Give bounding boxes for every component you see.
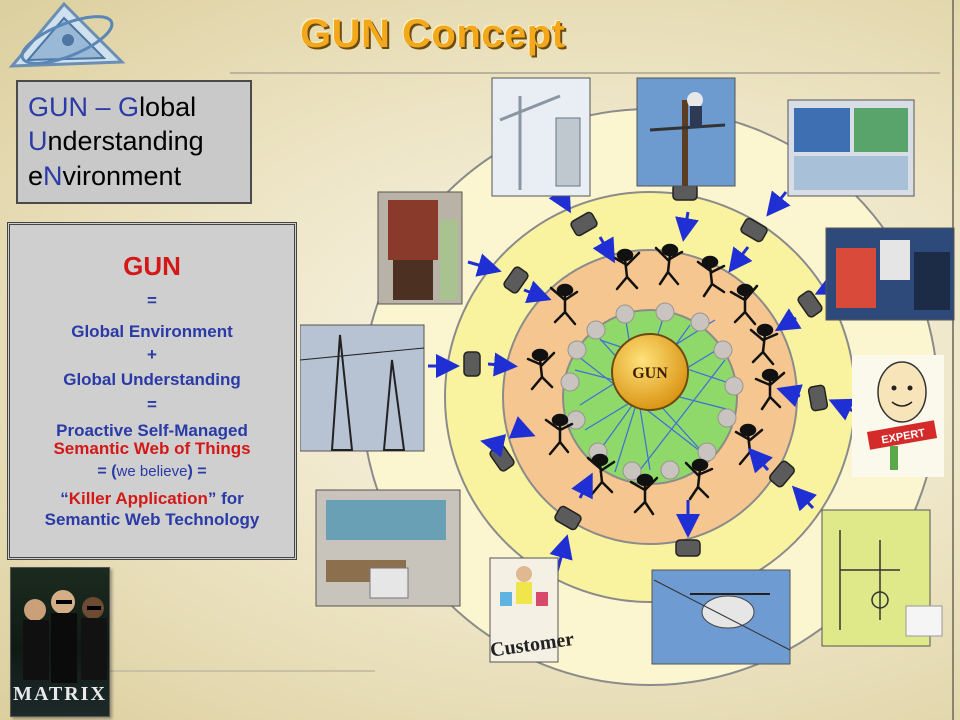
definition-line-1: GUN – Global [28, 90, 240, 124]
monitoring-software-photo [787, 99, 915, 197]
equation-equals: = [147, 291, 157, 310]
equation-proactive: Proactive Self-Managed [56, 421, 248, 440]
matrix-title: MATRIX [13, 683, 107, 705]
equation-semantic-web-technology: Semantic Web Technology [44, 510, 260, 529]
triangle-logo-icon [8, 1, 126, 68]
equation-gun: GUN [123, 251, 181, 281]
gun-center-node [611, 333, 689, 411]
dancing-figure-icons [526, 243, 786, 516]
bottom-rule [110, 670, 375, 672]
gun-definition-box: GUN – Global Understanding eNvironment [16, 80, 252, 204]
sensor-device-icons [463, 183, 829, 557]
we-believe-text: ) = [187, 463, 207, 480]
customer-photo [489, 557, 559, 663]
definition-line-3: eNvironment [28, 159, 240, 193]
customer-label: Customer [488, 628, 576, 662]
killer-app-text: “ [60, 489, 69, 508]
definition-text: UN – [49, 92, 119, 122]
equation-global-environment: Global Environment [71, 322, 233, 341]
power-pylons-photo [300, 324, 425, 452]
agent-nodes [560, 302, 744, 481]
helicopter-photo [651, 569, 791, 665]
telecom-equipment-photo [491, 77, 591, 197]
title-underline [230, 72, 940, 74]
matrix-figures-icon [23, 590, 107, 683]
equation-killer-application: “Killer Application” for [10, 489, 294, 509]
gun-equation-box: GUN = Global Environment + Global Unders… [7, 222, 297, 560]
gun-center-label: GUN [632, 365, 668, 382]
lineman-on-pole-photo [636, 77, 736, 187]
customer-label-box: Customer [488, 628, 576, 662]
definition-text: G [118, 92, 140, 122]
control-room-photo [315, 489, 461, 607]
matrix-poster-image: MATRIX [10, 567, 110, 717]
circuit-diagram-sketch [821, 509, 943, 647]
definition-text: U [28, 126, 48, 157]
definition-text: lobal [139, 92, 197, 122]
definition-text: nderstanding [47, 126, 204, 157]
equation-equals: = [147, 395, 157, 414]
definition-text: vironment [62, 160, 182, 191]
definition-text: e [28, 160, 44, 191]
we-believe-text: = ( [97, 463, 117, 480]
equation-semantic-web-of-things: Semantic Web of Things [53, 439, 251, 458]
gun-concept-diagram: GUN [300, 77, 955, 686]
exhibition-booth-photo [825, 227, 955, 321]
abb-building-photo [377, 191, 463, 305]
killer-app-text: Killer Application [68, 489, 208, 508]
right-frame-line [952, 0, 954, 720]
we-believe-text: we believe [116, 463, 188, 480]
equation-global-understanding: Global Understanding [63, 370, 241, 389]
definition-line-2: Understanding [28, 124, 240, 158]
definition-text: N [43, 160, 63, 191]
killer-app-text: ” for [207, 489, 244, 508]
page-title: GUN Concept [300, 12, 566, 56]
equation-we-believe: = (we believe) = [10, 463, 294, 481]
expert-cartoon-image: EXPERT [852, 355, 944, 477]
definition-text: G [28, 92, 50, 122]
equation-plus: + [147, 345, 157, 364]
